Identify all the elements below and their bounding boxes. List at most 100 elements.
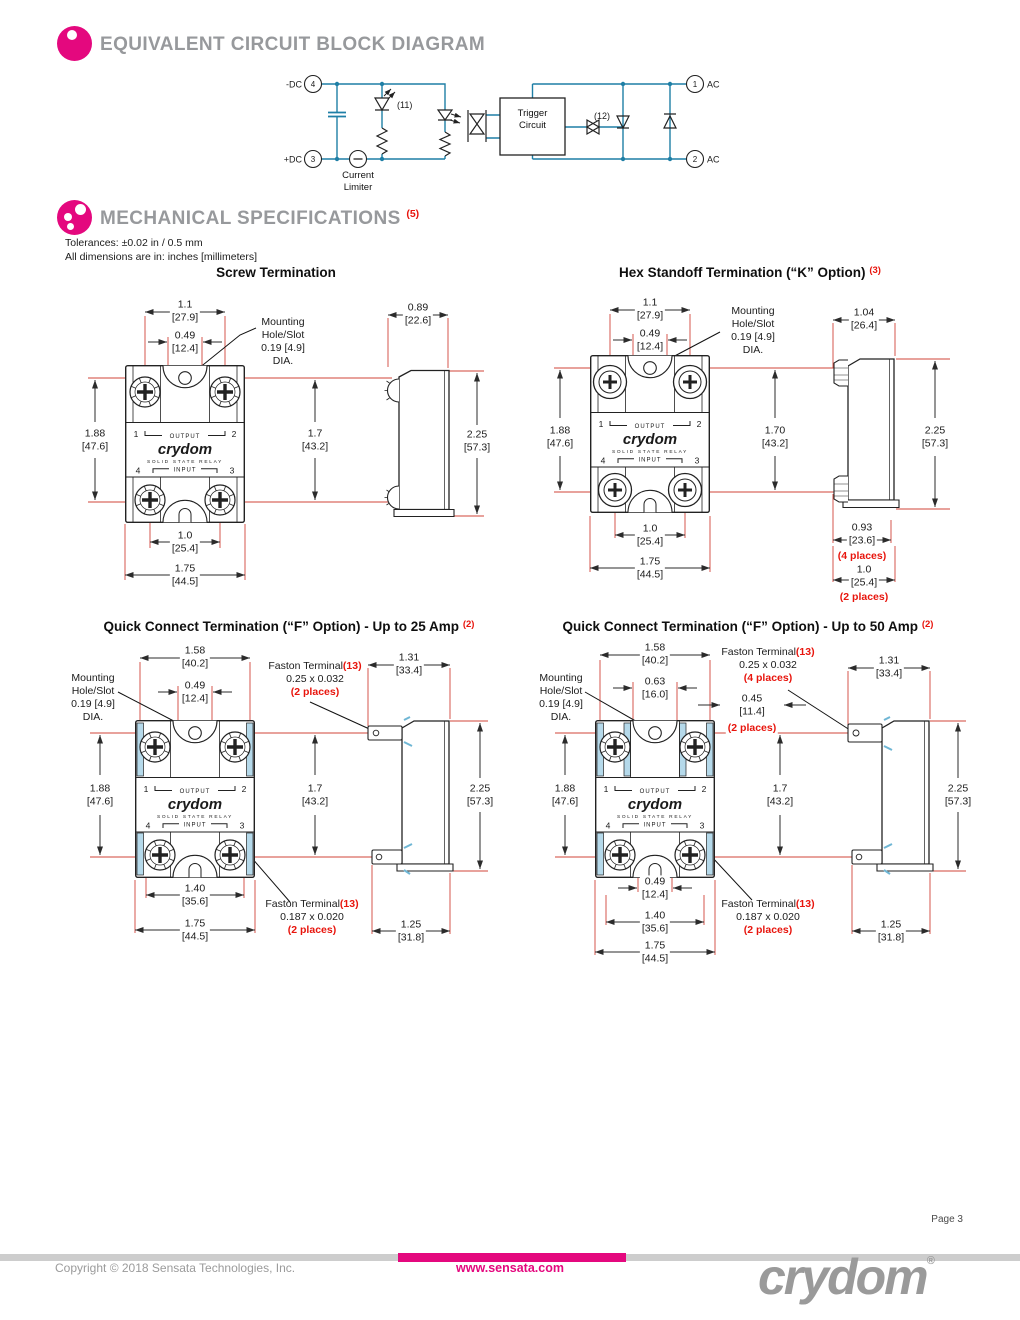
ac-label: AC (707, 155, 720, 165)
dim-label: 1.25 [31.8] (875, 918, 907, 944)
section-heading-equivalent-circuit: EQUIVALENT CIRCUIT BLOCK DIAGRAM (100, 34, 485, 56)
current-limiter-label: Current Limiter (342, 170, 374, 194)
output-label: OUTPUT (640, 789, 671, 795)
icon-dot (67, 30, 77, 40)
terminal-number: 1 (693, 80, 698, 89)
hex-standoff-drawing: 1 2 OUTPUT crydom SOLID STATE RELAY 4 3 … (530, 290, 990, 610)
copyright-text: Copyright © 2018 Sensata Technologies, I… (55, 1261, 296, 1275)
title-text: Quick Connect Termination (“F” Option) -… (103, 619, 460, 634)
hex-drawing-svg: 1 2 OUTPUT crydom SOLID STATE RELAY 4 3 … (554, 307, 950, 583)
dim-label: 1.70 [43.2] (759, 424, 791, 450)
pin-label: 4 (606, 821, 611, 831)
qc25-drawing: 1 2 OUTPUT crydom SOLID STATE RELAY 4 3 … (60, 640, 520, 975)
drawing-title-qc50: Quick Connect Termination (“F” Option) -… (563, 619, 934, 634)
front-view: 1 2 OUTPUT crydom SOLID STATE RELAY 4 3 … (124, 364, 245, 524)
dim-label: 1.7 [43.2] (299, 782, 331, 808)
ref-12-label: (12) (594, 111, 610, 121)
title-ref: (3) (869, 265, 881, 276)
dim-label: 0.45 [11.4] (737, 692, 767, 718)
equivalent-circuit-diagram: 4 3 1 2 -DC +DC AC AC (11) (12) (284, 74, 720, 169)
terminal-number: 4 (311, 80, 316, 89)
dim-label: 0.49 [12.4] (639, 875, 671, 901)
faston-size: 0.187 x 0.020 (736, 911, 800, 924)
mounting-note: Mounting Hole/Slot 0.19 [4.9] DIA. (539, 672, 583, 724)
title-text: Hex Standoff Termination (“K” Option) (619, 265, 866, 280)
relay-brand-logo: crydom (158, 441, 212, 458)
faston-places: (2 places) (287, 924, 337, 937)
dim-label: 1.75 [44.5] (169, 562, 201, 588)
dim-label: 1.88 [47.6] (84, 782, 116, 808)
input-label: INPUT (644, 822, 667, 828)
dim-label: 1.88 [47.6] (549, 782, 581, 808)
dim-label: 1.04 [26.4] (848, 306, 880, 332)
places-label: (4 places) (835, 550, 889, 562)
dim-label: 0.89 [22.6] (402, 301, 434, 327)
circuit-terminals: 4 3 1 2 -DC +DC AC AC (11) (12) (284, 74, 720, 169)
faston-places: (2 places) (290, 686, 340, 699)
tolerances-note: Tolerances: ±0.02 in / 0.5 mm (65, 237, 203, 249)
pin-label: 1 (604, 784, 609, 794)
section-bullet-icon (57, 200, 92, 235)
dim-label: 1.40 [35.6] (179, 882, 211, 908)
heading-ref: (5) (406, 208, 420, 220)
faston-label: Faston Terminal (265, 898, 340, 910)
dc-label: +DC (284, 155, 303, 165)
output-label: OUTPUT (170, 434, 201, 440)
ac-label: AC (707, 80, 720, 90)
faston-ref: (13) (342, 660, 362, 672)
qc50-drawing: 1 2 OUTPUT crydom SOLID STATE RELAY 4 3 … (530, 640, 995, 985)
faston-places: (2 places) (743, 924, 793, 937)
dim-label: 1.7 [43.2] (764, 782, 796, 808)
circuit-wires (321, 83, 687, 160)
pin-label: 2 (242, 784, 247, 794)
faston-label: Faston Terminal (721, 898, 796, 910)
qc25-drawing-svg: 1 2 OUTPUT crydom SOLID STATE RELAY 4 3 … (90, 655, 488, 934)
drawing-title-qc25: Quick Connect Termination (“F” Option) -… (104, 619, 475, 634)
title-ref: (2) (921, 619, 934, 630)
places-label: (2 places) (837, 591, 891, 603)
dim-label: 1.88 [47.6] (79, 427, 111, 453)
side-view (384, 369, 455, 518)
faston-note-top: Faston Terminal(13)0.25 x 0.032(2 places… (263, 660, 367, 699)
dim-label: 0.49 [12.4] (634, 327, 666, 353)
input-label: INPUT (184, 822, 207, 828)
pin-label: 3 (695, 456, 700, 466)
dim-label: 2.25 [57.3] (464, 782, 496, 808)
side-view (847, 716, 934, 875)
dim-label: 1.75 [44.5] (639, 939, 671, 965)
faston-note-bottom: Faston Terminal(13)0.187 x 0.020(2 place… (260, 898, 364, 937)
faston-size: 0.25 x 0.032 (286, 673, 344, 686)
logo-text: crydom (758, 1249, 929, 1305)
dim-label: 0.49 [12.4] (169, 329, 201, 355)
dim-label: 1.58 [40.2] (179, 644, 211, 670)
faston-size: 0.187 x 0.020 (280, 911, 344, 924)
heading-text: EQUIVALENT CIRCUIT BLOCK DIAGRAM (100, 34, 486, 55)
dim-label: 1.58 [40.2] (639, 641, 671, 667)
pin-label: 4 (136, 466, 141, 476)
crydom-logo: crydom® (758, 1252, 935, 1302)
drawing-title-screw: Screw Termination (216, 265, 336, 280)
icon-dot (67, 223, 74, 230)
pin-label: 3 (700, 821, 705, 831)
relay-type-label: SOLID STATE RELAY (147, 459, 223, 465)
faston-ref: (13) (339, 898, 359, 910)
relay-type-label: SOLID STATE RELAY (617, 814, 693, 820)
dim-label: 1.88 [47.6] (544, 424, 576, 450)
dim-label: 1.40 [35.6] (639, 909, 671, 935)
output-label: OUTPUT (180, 789, 211, 795)
dim-label: 0.49 [12.4] (179, 679, 211, 705)
relay-brand-logo: crydom (628, 796, 682, 813)
website-link[interactable]: www.sensata.com (456, 1261, 564, 1275)
title-ref: (2) (462, 619, 475, 630)
dim-label: 1.7 [43.2] (299, 427, 331, 453)
faston-note-bottom: Faston Terminal(13)0.187 x 0.020(2 place… (716, 898, 820, 937)
footer-accent-bar (398, 1253, 626, 1262)
faston-note-top: Faston Terminal(13)0.25 x 0.032(4 places… (716, 646, 820, 685)
icon-dot (64, 213, 72, 221)
front-view: 1 2 OUTPUT crydom SOLID STATE RELAY 4 3 … (134, 719, 255, 879)
output-label: OUTPUT (635, 424, 666, 430)
places-label: (2 places) (725, 722, 779, 734)
dim-label: 1.25 [31.8] (395, 918, 427, 944)
terminal-number: 2 (693, 155, 698, 164)
section-bullet-icon (57, 26, 92, 61)
